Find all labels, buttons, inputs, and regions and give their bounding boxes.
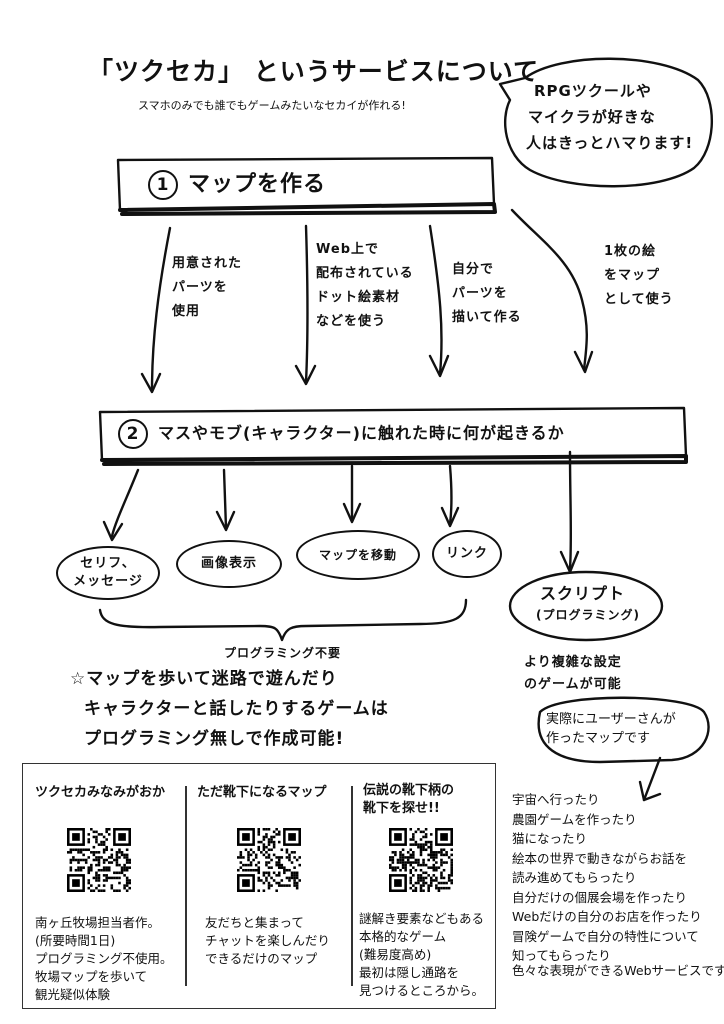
- brace: [98, 598, 468, 642]
- step2-heading: 2 マスやモブ(キャラクター)に触れた時に何が起きるか: [118, 419, 565, 449]
- script-note-line: のゲームが可能: [524, 677, 622, 692]
- qr-code-icon[interactable]: [389, 828, 453, 892]
- note-line: 用意された: [172, 256, 243, 271]
- step1-note-4: 1枚の絵 をマップ として使う: [604, 240, 674, 312]
- note-line: 描いて作る: [452, 310, 522, 325]
- user-callout: 実際にユーザーさんが 作ったマップです: [546, 710, 676, 748]
- bubble-line-3: 人はきっとハマります!: [526, 134, 694, 152]
- example-item: 猫になったり: [512, 831, 588, 846]
- map-desc-2: 友だちと集まってチャットを楽しんだりできるだけのマップ: [205, 915, 330, 966]
- note-line: 1枚の絵: [604, 244, 657, 259]
- maps-panel: ツクセカみなみがおか 南ヶ丘牧場担当者作。(所要時間1日)プログラミング不使用。…: [22, 763, 496, 1009]
- map-title-2: ただ靴下になるマップ: [197, 785, 327, 800]
- arrow-2: [304, 224, 309, 384]
- footer-text: 色々な表現ができるWebサービスです: [512, 963, 724, 978]
- arrow-4: [510, 208, 588, 372]
- example-item: 宇宙へ行ったり: [512, 792, 600, 807]
- note-line: として使う: [604, 292, 674, 307]
- map-card-3[interactable]: 伝説の靴下柄の靴下を探せ!! 謎解き要素などもある本格的なゲーム(難易度高め)最…: [353, 764, 493, 1008]
- note-line: をマップ: [604, 268, 661, 283]
- step1-note-1: 用意された パーツを 使用: [172, 252, 242, 324]
- example-list: 宇宙へ行ったり 農園ゲームを作ったり 猫になったり 絵本の世界で動きながらお話を…: [512, 790, 702, 966]
- maze-note-line: ☆マップを歩いて迷路で遊んだり: [70, 669, 338, 689]
- example-item: 冒険ゲームで自分の特性について: [512, 928, 699, 944]
- script-note: より複雑な設定 のゲームが可能: [524, 652, 622, 696]
- note-line: 自分で: [452, 262, 495, 277]
- step1-note-3: 自分で パーツを 描いて作る: [452, 258, 522, 330]
- event-map-move: マップを移動: [296, 530, 420, 580]
- example-item: 絵本の世界で動きながらお話を: [512, 850, 688, 866]
- column-divider: [185, 786, 187, 986]
- step1-heading: 1 マップを作る: [148, 166, 326, 200]
- example-item: Webだけの自分のお店を作ったり: [512, 909, 702, 924]
- map-card-2[interactable]: ただ靴下になるマップ 友だちと集まってチャットを楽しんだりできるだけのマップ: [187, 764, 349, 1008]
- map-desc-3: 謎解き要素などもある本格的なゲーム(難易度高め)最初は隠し通路を見つけるところか…: [359, 911, 485, 998]
- script-note-line: より複雑な設定: [524, 655, 622, 670]
- note-line: Web上で: [316, 242, 379, 257]
- maze-note-line: プログラミング無しで作成可能!: [84, 729, 345, 749]
- map-card-1[interactable]: ツクセカみなみがおか 南ヶ丘牧場担当者作。(所要時間1日)プログラミング不使用。…: [23, 764, 183, 1008]
- arrow-3: [428, 224, 443, 376]
- example-item: 自分だけの個展会場を作ったり: [512, 889, 688, 905]
- event-line: セリフ、: [80, 556, 136, 571]
- example-item: 農園ゲームを作ったり: [512, 811, 637, 827]
- event-line: メッセージ: [73, 574, 143, 589]
- map-title-1: ツクセカみなみがおか: [35, 785, 166, 800]
- column-divider: [351, 786, 353, 986]
- callout-line: 作ったマップです: [546, 731, 651, 746]
- event-line: 画像表示: [200, 556, 257, 571]
- page-title: 「ツクセカ」 というサービスについて: [88, 57, 539, 86]
- note-line: ドット絵素材: [316, 290, 401, 305]
- no-programming-label: プログラミング不要: [224, 646, 342, 660]
- map-title-3: 伝説の靴下柄の靴下を探せ!!: [363, 783, 455, 816]
- step1-note-2: Web上で 配布されている ドット絵素材 などを使う: [316, 238, 414, 334]
- step2-number: 2: [118, 419, 148, 449]
- note-line: パーツを: [172, 280, 228, 295]
- step2-label: マスやモブ(キャラクター)に触れた時に何が起きるか: [158, 423, 565, 443]
- qr-code-icon[interactable]: [237, 828, 301, 892]
- note-line: 配布されている: [316, 266, 414, 281]
- note-line: などを使う: [316, 314, 387, 329]
- page-subtitle: スマホのみでも誰でもゲームみたいなセカイが作れる!: [138, 99, 406, 112]
- arrow-1: [150, 226, 172, 392]
- step1-label: マップを作る: [188, 172, 327, 197]
- script-title: スクリプト: [540, 584, 626, 603]
- step1-number: 1: [148, 170, 178, 200]
- note-line: パーツを: [452, 286, 508, 301]
- note-line: 使用: [172, 304, 201, 319]
- event-image: 画像表示: [176, 540, 282, 588]
- example-item: 知ってもらったり: [512, 948, 611, 963]
- bubble-line-1: RPGツクールや: [534, 82, 652, 100]
- event-line: リンク: [445, 546, 488, 561]
- event-message: セリフ、メッセージ: [56, 546, 160, 600]
- map-desc-1: 南ヶ丘牧場担当者作。(所要時間1日)プログラミング不使用。牧場マップを歩いて観光…: [35, 915, 173, 1002]
- example-item: 読み進めてもらったり: [512, 870, 637, 885]
- maze-note-line: キャラクターと話したりするゲームは: [84, 699, 389, 719]
- bubble-line-2: マイクラが好きな: [528, 108, 656, 126]
- event-link: リンク: [432, 530, 502, 578]
- qr-code-icon[interactable]: [67, 828, 131, 892]
- callout-line: 実際にユーザーさんが: [546, 712, 676, 727]
- maze-note: ☆マップを歩いて迷路で遊んだり キャラクターと話したりするゲームは プログラミン…: [70, 664, 389, 754]
- script-subtitle: (プログラミング): [536, 608, 640, 622]
- event-line: マップを移動: [318, 548, 397, 562]
